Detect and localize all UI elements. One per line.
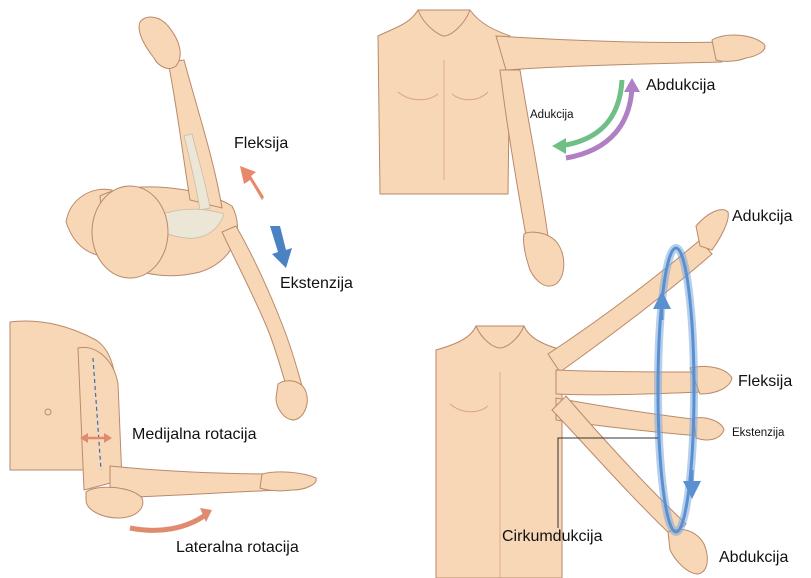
- extension-arrow-icon: [270, 226, 292, 268]
- rotation-figure: [10, 321, 316, 518]
- label-ekstenzija-circ: Ekstenzija: [732, 428, 784, 440]
- label-fleksija-top: Fleksija: [234, 136, 288, 152]
- raised-hand: [139, 17, 180, 68]
- abducted-hand: [712, 35, 765, 61]
- label-adukcija-top: Adukcija: [530, 110, 573, 122]
- label-abdukcija-top: Abdukcija: [646, 78, 715, 94]
- abduction-arrow-icon: [566, 88, 632, 158]
- label-abdukcija-circ: Abdukcija: [719, 550, 788, 566]
- raised-arm: [168, 60, 222, 208]
- label-fleksija-circ: Fleksija: [738, 374, 792, 390]
- fist: [86, 487, 143, 518]
- lateral-rotation-arrow-icon: [130, 516, 204, 530]
- adduction-arrow-head: [552, 138, 566, 154]
- circ-hand-back: [694, 418, 724, 440]
- abducted-arm: [496, 36, 722, 70]
- label-adukcija-circ: Adukcija: [732, 209, 792, 225]
- circ-hand-down: [668, 529, 707, 574]
- abduction-arrow-head: [624, 78, 640, 92]
- label-ekstenzija-top: Ekstenzija: [280, 276, 353, 292]
- lowered-hand: [276, 381, 307, 420]
- circ-hand-up: [696, 210, 728, 250]
- forearm-hand: [260, 472, 316, 491]
- label-cirkumdukcija: Cirkumdukcija: [502, 529, 602, 545]
- flexion-arrow-icon: [240, 166, 264, 200]
- adducted-hand: [523, 232, 563, 286]
- label-medijalna-rotacija: Medijalna rotacija: [132, 427, 257, 443]
- circ-arm-forward: [556, 370, 702, 395]
- label-lateralna-rotacija: Lateralna rotacija: [176, 540, 299, 556]
- head-topdown: [92, 186, 168, 278]
